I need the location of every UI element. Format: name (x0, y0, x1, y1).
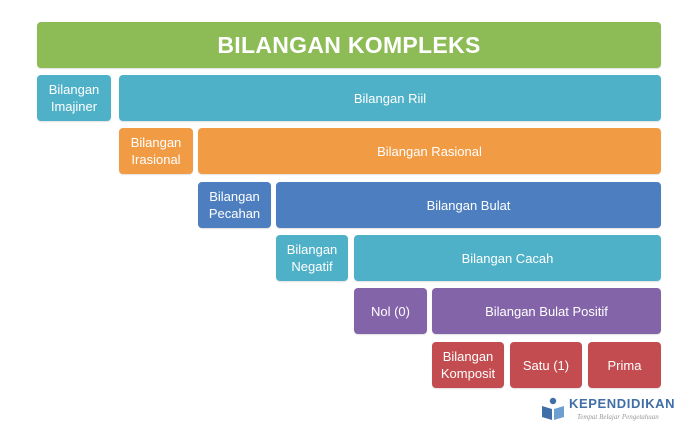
logo-name: KEPENDIDIKAN (569, 396, 676, 411)
box-bilangan-cacah: Bilangan Cacah (354, 235, 661, 281)
box-bilangan-komposit: Bilangan Komposit (432, 342, 504, 388)
logo-tagline: Tempat Belajar Pengetahuan (577, 413, 659, 421)
book-person-icon (542, 397, 564, 420)
box-bilangan-imajiner: Bilangan Imajiner (37, 75, 111, 121)
box-bilangan-rasional: Bilangan Rasional (198, 128, 661, 174)
box-prima: Prima (588, 342, 661, 388)
box-bilangan-irasional: Bilangan Irasional (119, 128, 193, 174)
box-bilangan-bulat-positif: Bilangan Bulat Positif (432, 288, 661, 334)
box-satu: Satu (1) (510, 342, 582, 388)
title-bilangan-kompleks: BILANGAN KOMPLEKS (37, 22, 661, 68)
box-bilangan-bulat: Bilangan Bulat (276, 182, 661, 228)
box-nol: Nol (0) (354, 288, 427, 334)
box-bilangan-pecahan: Bilangan Pecahan (198, 182, 271, 228)
kependidikan-logo: KEPENDIDIKAN Tempat Belajar Pengetahuan (537, 393, 687, 427)
box-bilangan-riil: Bilangan Riil (119, 75, 661, 121)
box-bilangan-negatif: Bilangan Negatif (276, 235, 348, 281)
